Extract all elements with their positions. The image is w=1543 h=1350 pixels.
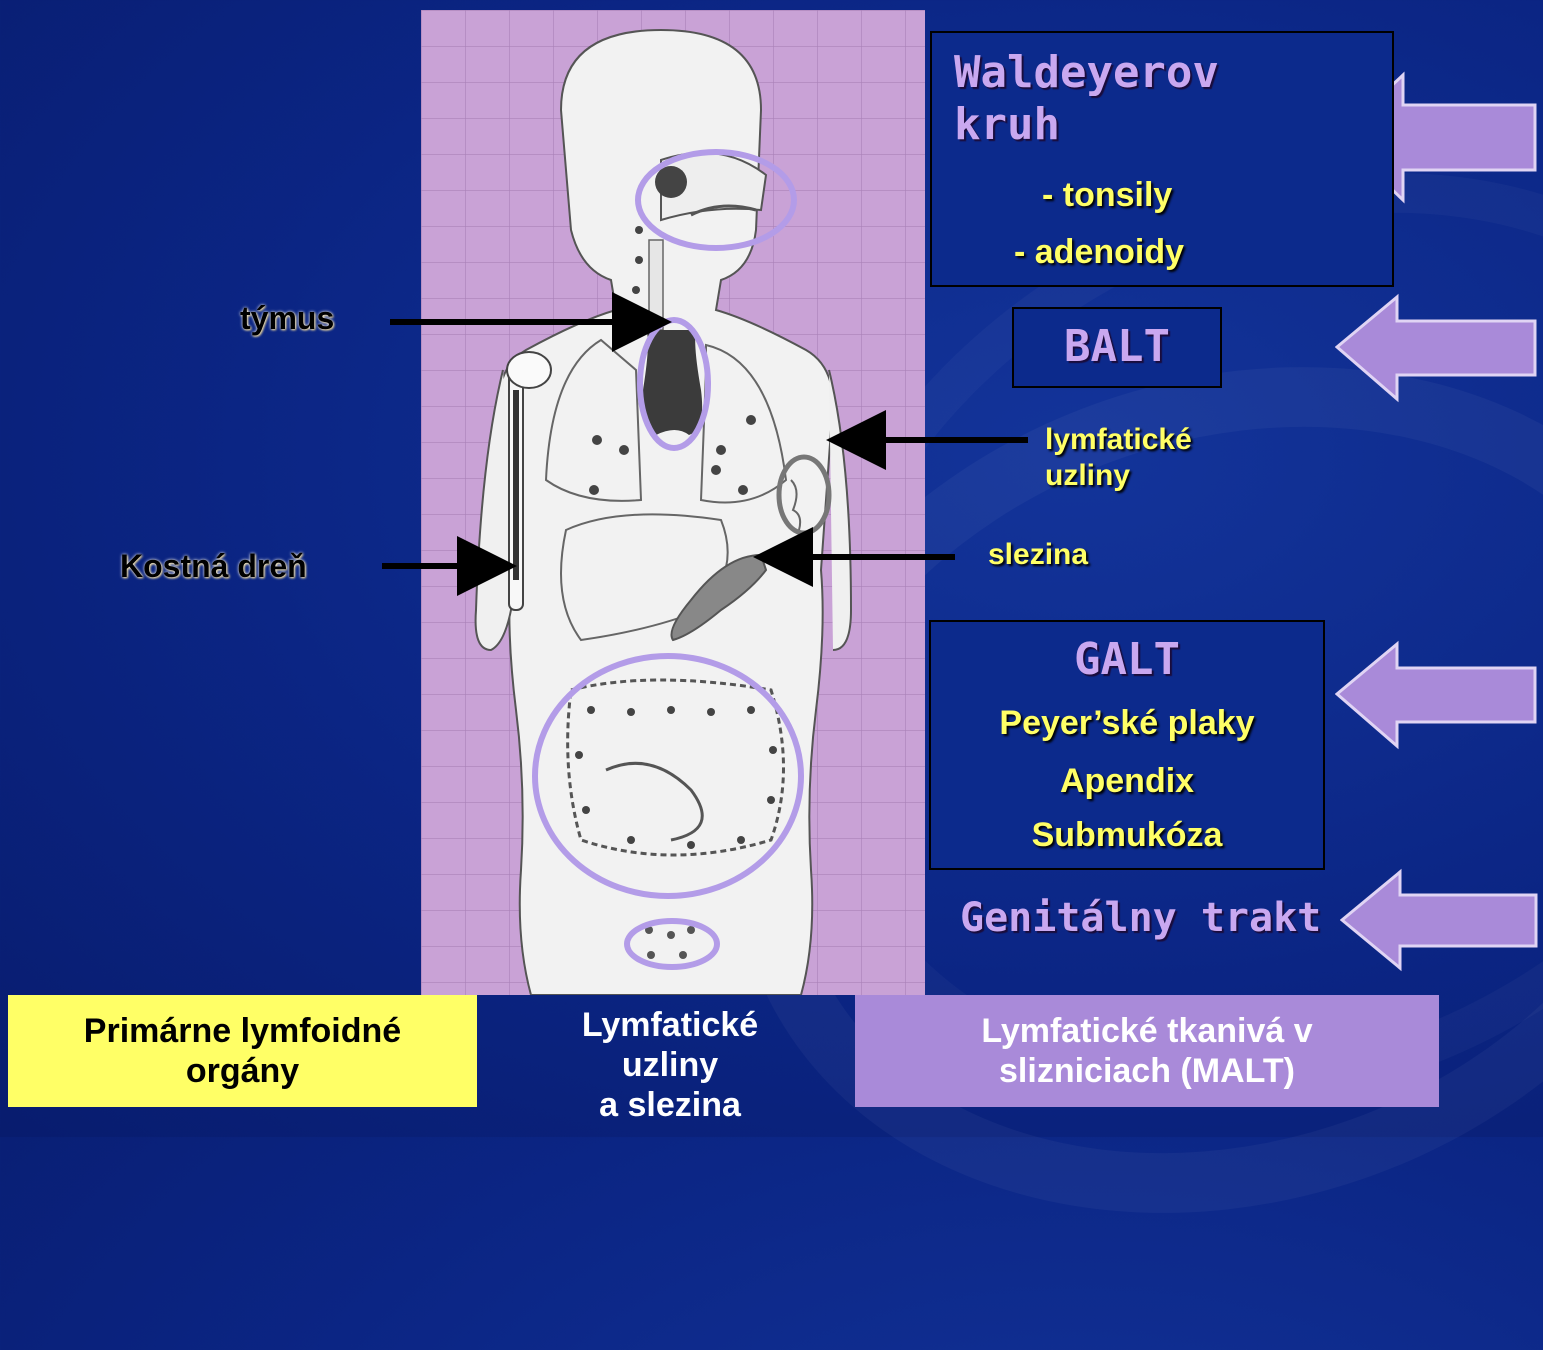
secondary-organs-box: Lymfatické uzliny a slezina [530,1005,810,1135]
balt-title: BALT [1014,321,1220,372]
waldeyer-box: Waldeyerov kruh - tonsily - adenoidy [930,31,1394,287]
lymf-uzliny-label: lymfatické uzliny [1045,422,1192,494]
balt-arrow-icon [1335,293,1540,403]
slezina-label: slezina [988,538,1088,572]
malt-box: Lymfatické tkanivá v slizniciach (MALT) [855,995,1439,1107]
balt-box: BALT [1012,307,1222,388]
galt-title: GALT [931,634,1323,685]
adenoidy-item: - adenoidy [1014,233,1184,272]
genital-title: Genitálny trakt [960,895,1321,941]
waldeyer-title: Waldeyerov kruh [954,47,1219,151]
genital-arrow-icon [1340,868,1540,972]
kostna-dren-label: Kostná dreň [120,548,307,585]
galt-arrow-icon [1335,640,1540,750]
peyer-item: Peyer’ské plaky [931,704,1323,743]
tonsily-item: - tonsily [1042,176,1172,215]
tymus-label: týmus [240,300,334,337]
apendix-item: Apendix [931,762,1323,801]
galt-box: GALT Peyer’ské plaky Apendix Submukóza [929,620,1325,870]
primary-organs-box: Primárne lymfoidné orgány [8,995,477,1107]
submukoza-item: Submukóza [931,816,1323,855]
